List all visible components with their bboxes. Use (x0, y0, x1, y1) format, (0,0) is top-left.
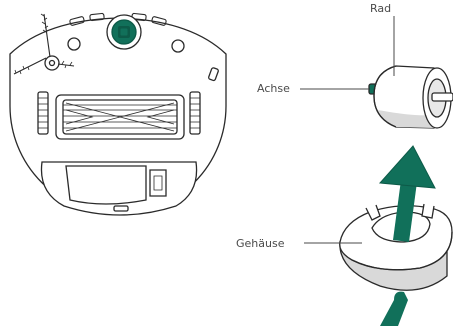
main-brush (56, 95, 184, 139)
label-axle: Achse (257, 82, 369, 95)
arrow-head (380, 146, 435, 188)
housing (340, 204, 452, 290)
label-wheel: Rad (370, 2, 394, 76)
dust-bin (41, 162, 196, 215)
robot-underside (10, 13, 226, 215)
wheel-shaft (432, 93, 453, 101)
label-housing-text: Gehäuse (236, 237, 285, 250)
label-wheel-text: Rad (370, 2, 391, 15)
wheel (369, 66, 453, 128)
front-caster-wheel (107, 15, 141, 49)
label-axle-text: Achse (257, 82, 290, 95)
